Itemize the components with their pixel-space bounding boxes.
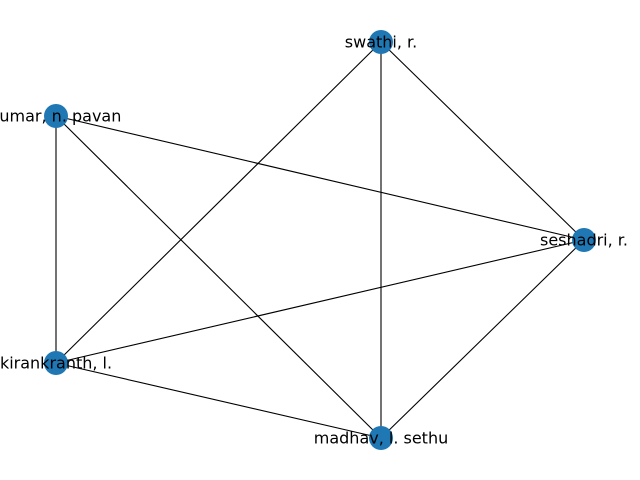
node-label-kumar: kumar, n. pavan [0,107,121,126]
edge-swathi-seshadri [380,41,585,241]
node-label-kirankranth: kirankranth, l. [0,354,112,373]
edge-kirankranth-madhav [55,362,382,439]
node-madhav [369,426,393,450]
node-label-swathi: swathi, r. [345,33,417,52]
labels-layer: swathi, r. kumar, n. pavan seshadri, r. kir… [0,33,628,448]
edges-layer [55,41,585,439]
nodes-layer [44,30,596,450]
edge-seshadri-kirankranth [55,239,585,364]
node-label-seshadri: seshadri, r. [540,231,628,250]
edge-kumar-madhav [55,115,382,439]
node-kirankranth [44,351,68,375]
edge-seshadri-madhav [380,239,585,439]
node-swathi [369,30,393,54]
node-label-madhav: madhav, l. sethu [314,429,448,448]
edge-swathi-kirankranth [55,41,382,364]
node-seshadri [572,228,596,252]
edge-kumar-seshadri [55,115,585,241]
node-kumar [44,104,68,128]
